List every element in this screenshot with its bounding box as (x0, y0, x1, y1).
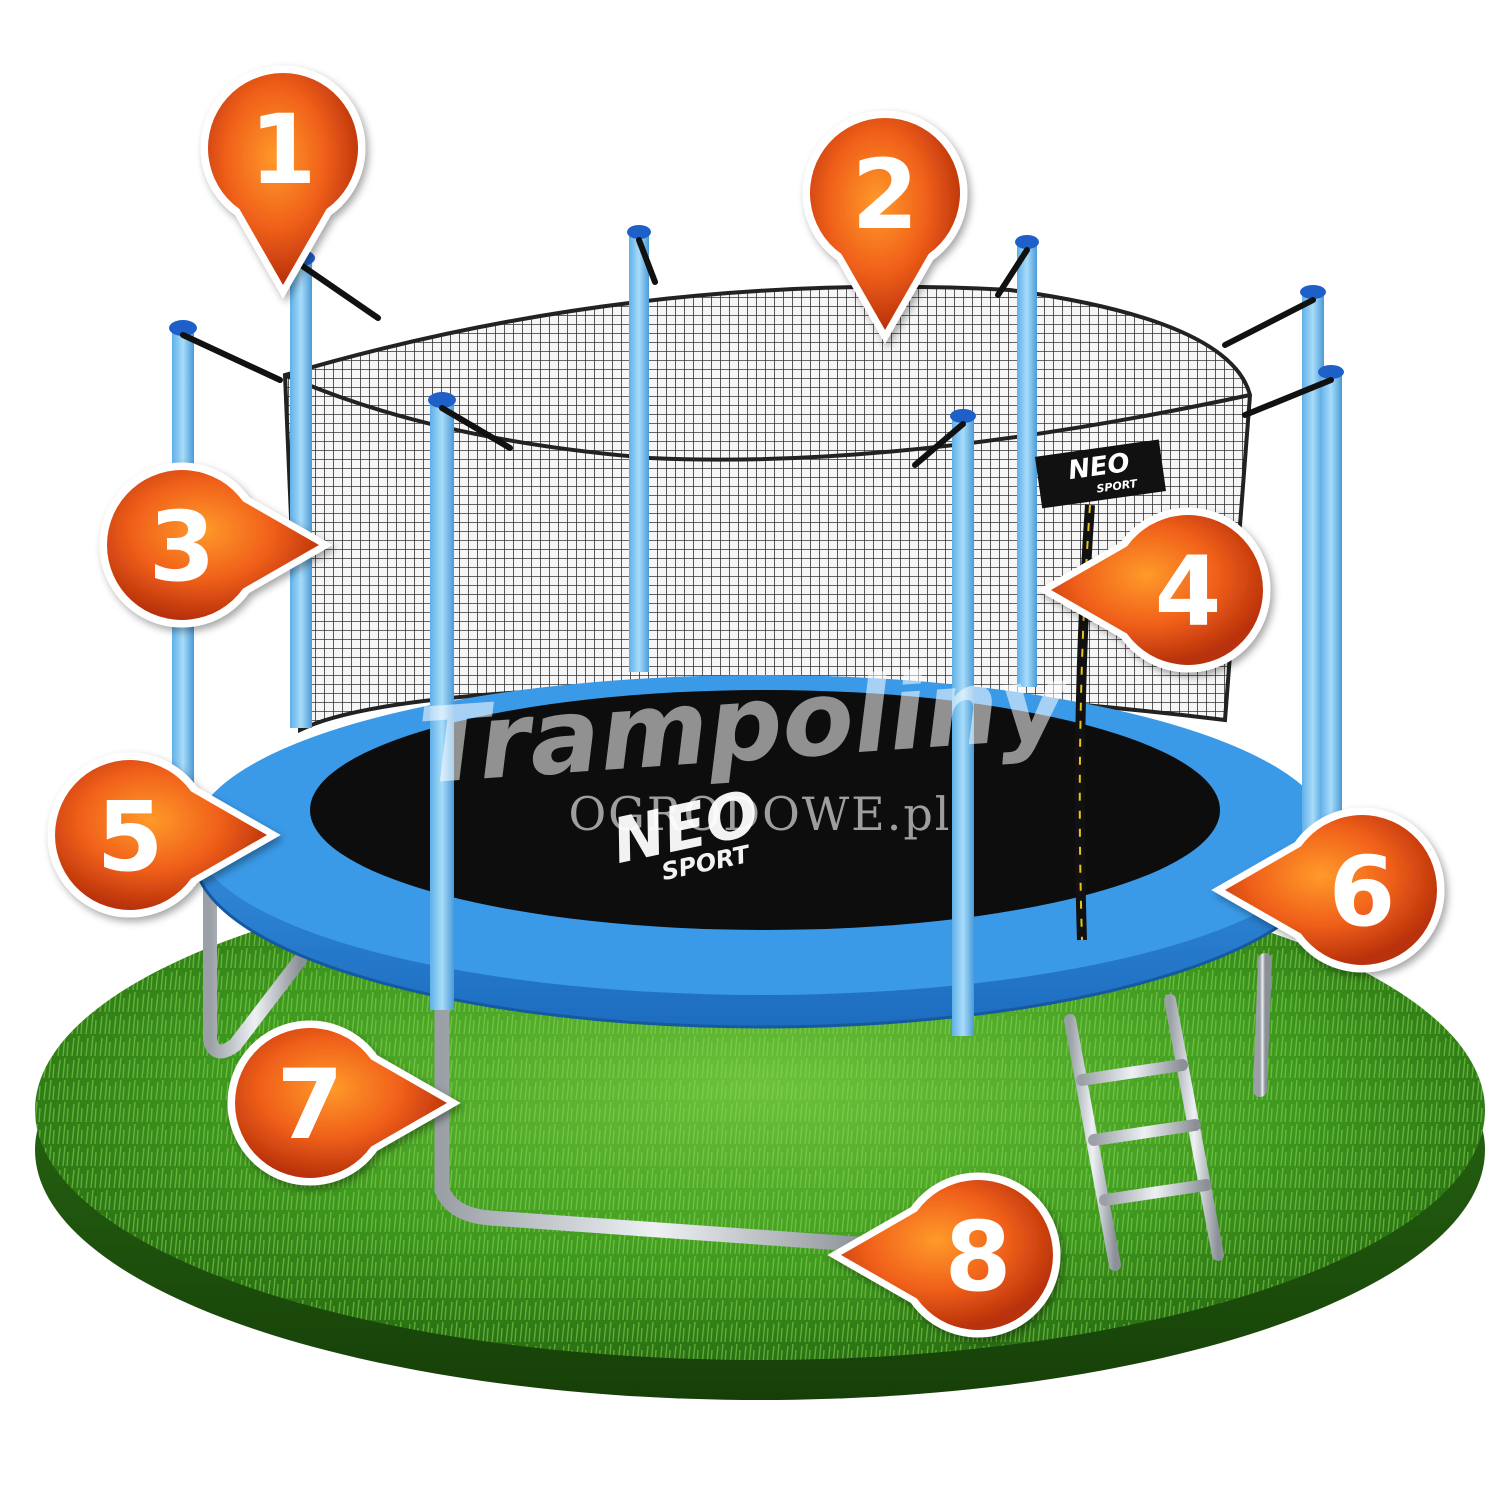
callout-marker-1: 1 (200, 65, 366, 299)
callout-markers: 1 2 3 4 5 6 7 8 (47, 65, 1445, 1338)
marker-body (55, 759, 268, 910)
marker-body (235, 1028, 447, 1178)
marker-number: 6 (1329, 836, 1396, 948)
marker-body (1051, 515, 1264, 665)
svg-text:SPORT: SPORT (1096, 477, 1140, 496)
marker-number: 5 (97, 781, 164, 893)
pole (1017, 242, 1037, 687)
marker-body (208, 73, 359, 285)
safety-net (282, 284, 1253, 734)
marker-body (841, 1180, 1053, 1330)
pole (1320, 372, 1342, 942)
callout-marker-5: 5 (47, 752, 281, 918)
legs-front (434, 1002, 953, 1253)
marker-number: 2 (852, 139, 919, 251)
pole (290, 258, 312, 728)
pole (1302, 292, 1324, 912)
marker-number: 8 (945, 1201, 1012, 1313)
net-straps (180, 237, 1334, 468)
marker-body (810, 117, 961, 330)
poles-back (290, 232, 1037, 728)
marker-body (1225, 815, 1438, 965)
callout-marker-4: 4 (1037, 507, 1271, 673)
marker-number: 1 (250, 94, 317, 206)
marker-body (106, 470, 319, 621)
marker-number: 3 (149, 491, 216, 603)
callout-marker-8: 8 (827, 1172, 1061, 1338)
callout-marker-2: 2 (802, 110, 968, 344)
callout-marker-7: 7 (227, 1020, 461, 1186)
callout-marker-6: 6 (1211, 807, 1445, 973)
pole (629, 232, 649, 672)
jumping-mat (310, 690, 1220, 930)
ladder (1064, 994, 1224, 1271)
pole (430, 400, 454, 1010)
svg-text:OGRODOWE.pl: OGRODOWE.pl (568, 787, 951, 841)
callout-marker-3: 3 (99, 462, 333, 628)
frame-pad (192, 675, 1332, 1029)
marker-number: 4 (1155, 536, 1222, 648)
pole (952, 416, 974, 1036)
marker-number: 7 (277, 1049, 344, 1161)
legs-back (203, 873, 1297, 1137)
